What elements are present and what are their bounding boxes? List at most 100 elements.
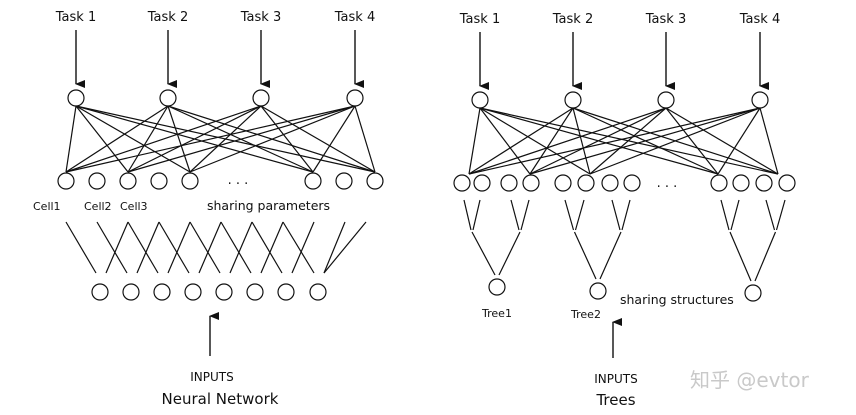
task-cell-edge — [189, 105, 356, 173]
cell-input-edge — [251, 221, 283, 274]
task-leaf-edge — [589, 107, 667, 175]
tree-edge — [520, 199, 530, 231]
tree-edge — [765, 199, 776, 231]
hidden-cell-node — [181, 172, 199, 190]
cell-input-edge — [291, 221, 315, 274]
leaf-node — [522, 174, 540, 192]
task-leaf-edge — [468, 107, 574, 175]
cell-input-edge — [229, 221, 253, 274]
cell-input-edge — [167, 221, 191, 274]
task-leaf-edge — [572, 107, 591, 175]
task-label: Task 3 — [240, 10, 281, 25]
cell-label: Cell3 — [120, 200, 148, 213]
task-cell-edge — [75, 105, 129, 173]
tree-edge — [498, 231, 521, 276]
tree-label: Tree1 — [481, 307, 512, 320]
task-cell-edge — [167, 105, 191, 173]
task-node — [252, 89, 270, 107]
task-leaf-edge — [529, 107, 761, 175]
task-node — [751, 91, 769, 109]
task-cell-edge — [260, 105, 314, 173]
task-cell-edge — [75, 105, 191, 173]
tree-edge — [729, 231, 752, 282]
tree-edge — [754, 231, 777, 282]
tree-edge — [574, 199, 585, 231]
cell-input-edge — [158, 221, 190, 274]
tree-root-node — [488, 278, 506, 296]
cell-input-edge — [105, 221, 129, 274]
task-node — [564, 91, 582, 109]
task-leaf-edge — [468, 107, 667, 175]
cell-input-edge — [282, 221, 315, 274]
task-label: Task 4 — [334, 10, 375, 25]
cell-input-edge — [96, 221, 128, 274]
input-node — [215, 283, 233, 301]
task-label: Task 1 — [55, 10, 96, 25]
hidden-cell-node — [88, 172, 106, 190]
hidden-cell-node — [119, 172, 137, 190]
cell-label: Cell2 — [84, 200, 112, 213]
tree-edge — [611, 199, 621, 231]
task-leaf-edge — [529, 107, 574, 175]
task-leaf-edge — [468, 107, 481, 175]
input-node — [309, 283, 327, 301]
ellipsis: . . . — [228, 173, 249, 188]
tree-edge — [463, 199, 472, 231]
sharing-structures-label: sharing structures — [620, 292, 734, 307]
leaf-node — [623, 174, 641, 192]
cell-input-edge — [198, 221, 222, 274]
leaf-node — [601, 174, 619, 192]
tree-edge — [510, 199, 520, 231]
tree-edge — [573, 231, 597, 280]
task-cell-edge — [312, 105, 356, 173]
leaf-node — [755, 174, 773, 192]
task-cell-edge — [189, 105, 262, 173]
cell-input-edge — [323, 221, 367, 274]
tree-edge — [621, 199, 631, 231]
task-cell-edge — [127, 105, 356, 173]
tree-edge — [720, 199, 730, 231]
input-node — [153, 283, 171, 301]
leaf-node — [554, 174, 572, 192]
input-node — [246, 283, 264, 301]
task-cell-edge — [127, 105, 169, 173]
task-label: Task 2 — [147, 10, 188, 25]
input-node — [122, 283, 140, 301]
hidden-cell-node — [57, 172, 75, 190]
ellipsis: . . . — [657, 176, 678, 191]
inputs-label: INPUTS — [594, 372, 637, 386]
leaf-node — [473, 174, 491, 192]
task-leaf-edge — [529, 107, 667, 175]
hidden-cell-node — [366, 172, 384, 190]
task-leaf-edge — [717, 107, 761, 175]
task-leaf-edge — [759, 107, 779, 175]
task-node — [471, 91, 489, 109]
task-leaf-edge — [479, 107, 531, 175]
cell-input-edge — [323, 221, 346, 274]
neural-network-panel: Task 1 Task 2 Task 3 Task 4 . . . Cell1 Cel… — [33, 10, 384, 408]
task-node — [346, 89, 364, 107]
tree-edge — [564, 199, 575, 231]
hidden-cell-node — [335, 172, 353, 190]
task-cell-edge — [354, 105, 376, 173]
cell-input-edge — [136, 221, 160, 274]
task-leaf-edge — [468, 107, 761, 175]
panel-title: Trees — [595, 391, 635, 409]
leaf-node — [577, 174, 595, 192]
leaf-node — [710, 174, 728, 192]
cell-input-edge — [220, 221, 252, 274]
input-node — [91, 283, 109, 301]
task-label: Task 4 — [739, 12, 780, 27]
task-node — [657, 91, 675, 109]
cell-input-edge — [189, 221, 221, 274]
tree-edge — [599, 231, 622, 280]
leaf-node — [778, 174, 796, 192]
task-label: Task 1 — [459, 12, 500, 27]
task-cell-edge — [65, 105, 356, 173]
panel-title: Neural Network — [162, 390, 279, 408]
task-label: Task 3 — [645, 12, 686, 27]
cell-label: Cell1 — [33, 200, 61, 213]
task-leaf-edge — [589, 107, 761, 175]
